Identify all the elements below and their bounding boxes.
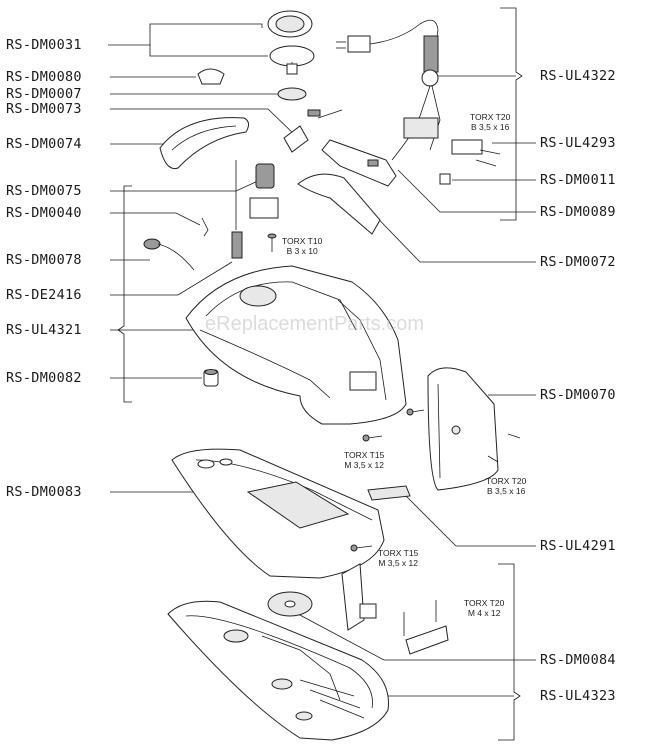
screw-spec-size: M 3,5 x 12 <box>344 460 384 470</box>
part-disc <box>267 591 313 617</box>
label-rs-dm0078: RS-DM0078 <box>6 252 82 268</box>
part-cord-guard <box>307 109 397 187</box>
screw-spec-t15-lower: TORX T15 M 3,5 x 12 <box>378 548 418 568</box>
watermark: eReplacementParts.com <box>205 313 424 335</box>
part-contact <box>231 231 243 259</box>
part-bracket <box>341 563 449 655</box>
part-lever <box>283 125 309 153</box>
leader-lines-right <box>297 7 536 741</box>
screw-spec-t15-upper: TORX T15 M 3,5 x 12 <box>344 450 384 470</box>
part-top-cover <box>297 173 381 235</box>
part-iron-body <box>185 265 407 425</box>
label-rs-dm0080: RS-DM0080 <box>6 69 82 85</box>
label-rs-ul4323: RS-UL4323 <box>540 688 616 704</box>
part-thermostat <box>235 160 279 230</box>
label-rs-dm0084: RS-DM0084 <box>540 652 616 668</box>
part-handle-cover <box>159 117 250 170</box>
part-clip <box>197 68 225 85</box>
part-small-screw <box>439 173 451 185</box>
label-rs-dm0082: RS-DM0082 <box>6 370 82 386</box>
label-rs-ul4293: RS-UL4293 <box>540 135 616 151</box>
label-rs-dm0074: RS-DM0074 <box>6 136 82 152</box>
screw-spec-type: TORX T20 <box>470 112 511 122</box>
screw-spec-type: TORX T10 <box>282 236 323 246</box>
screw-spec-size: M 3,5 x 12 <box>378 558 418 568</box>
screw-spec-t20-bracket: TORX T20 M 4 x 12 <box>464 598 504 618</box>
label-rs-dm0073: RS-DM0073 <box>6 101 82 117</box>
screw-spec-type: TORX T15 <box>344 450 385 460</box>
screw-spec-t20-top: TORX T20 B 3,5 x 16 <box>470 112 510 132</box>
screw-spec-type: TORX T20 <box>486 476 527 486</box>
label-rs-ul4291: RS-UL4291 <box>540 538 616 554</box>
part-nut <box>203 369 219 387</box>
part-screw-t10 <box>267 233 277 252</box>
leader-lines <box>108 23 297 493</box>
label-rs-dm0089: RS-DM0089 <box>540 204 616 220</box>
label-rs-de2416: RS-DE2416 <box>6 287 82 303</box>
part-wire-lead <box>143 238 195 271</box>
part-screws-body <box>362 408 425 442</box>
label-rs-dm0040: RS-DM0040 <box>6 205 82 221</box>
screw-spec-t10: TORX T10 B 3 x 10 <box>282 236 322 256</box>
part-knob <box>269 45 315 75</box>
part-rear-cover <box>427 367 521 491</box>
screw-spec-type: TORX T15 <box>378 548 419 558</box>
label-rs-ul4322: RS-UL4322 <box>540 68 616 84</box>
part-power-cord <box>336 19 441 161</box>
part-gasket <box>367 485 411 501</box>
screw-spec-t20-rear: TORX T20 B 3,5 x 16 <box>486 476 526 496</box>
label-rs-dm0072: RS-DM0072 <box>540 254 616 270</box>
part-spring <box>277 87 307 101</box>
screw-spec-size: M 4 x 12 <box>467 608 501 618</box>
part-screw-t15 <box>350 544 373 552</box>
part-soleplate <box>167 600 389 741</box>
label-rs-dm0007: RS-DM0007 <box>6 86 82 102</box>
label-rs-dm0011: RS-DM0011 <box>540 172 616 188</box>
screw-spec-size: B 3,5 x 16 <box>471 122 510 132</box>
part-cap <box>267 10 313 38</box>
part-soleplate-cover <box>171 448 385 579</box>
label-rs-ul4321: RS-UL4321 <box>6 322 82 338</box>
screw-spec-size: B 3 x 10 <box>286 246 318 256</box>
screw-spec-type: TORX T20 <box>464 598 505 608</box>
screw-spec-size: B 3,5 x 16 <box>487 486 526 496</box>
label-rs-dm0070: RS-DM0070 <box>540 387 616 403</box>
part-pin <box>201 217 209 237</box>
label-rs-dm0031: RS-DM0031 <box>6 37 82 53</box>
label-rs-dm0075: RS-DM0075 <box>6 183 82 199</box>
label-rs-dm0083: RS-DM0083 <box>6 484 82 500</box>
part-terminal-block <box>403 117 501 167</box>
